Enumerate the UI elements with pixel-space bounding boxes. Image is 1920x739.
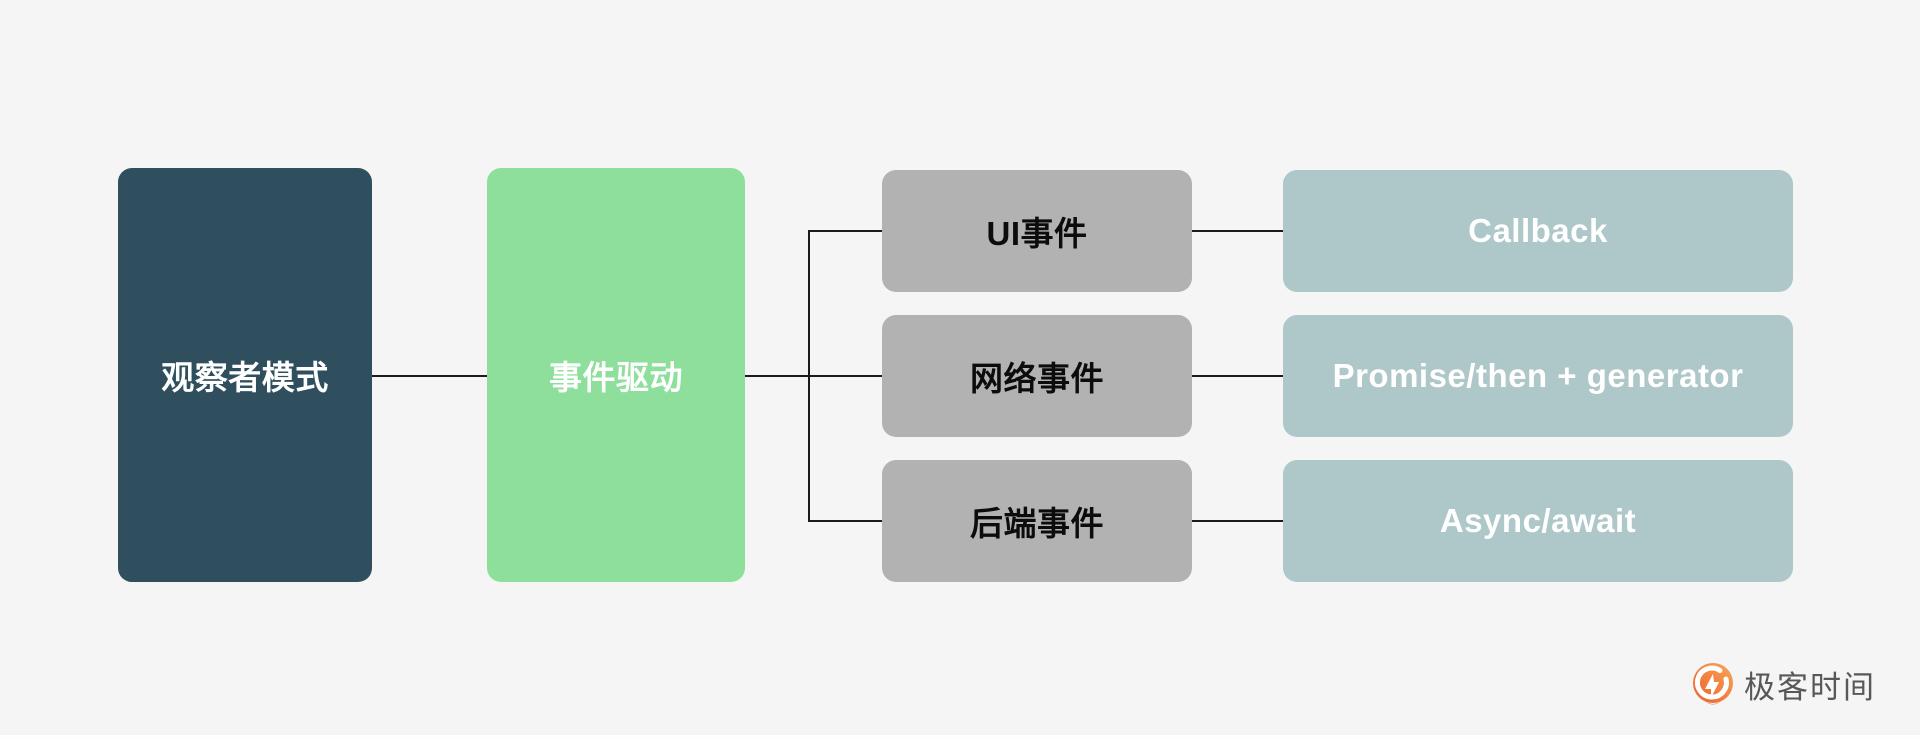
node-network-event-label: 网络事件 bbox=[970, 360, 1104, 397]
connector-backend-event-to-async bbox=[1192, 520, 1283, 522]
node-async-await: Async/await bbox=[1283, 460, 1793, 582]
node-backend-event: 后端事件 bbox=[882, 460, 1192, 582]
node-callback-label: Callback bbox=[1468, 212, 1608, 249]
node-promise-generator-label: Promise/then + generator bbox=[1332, 357, 1744, 394]
connector-branch-to-ui-event bbox=[808, 230, 882, 232]
connector-branch-to-backend-event bbox=[808, 520, 882, 522]
node-network-event: 网络事件 bbox=[882, 315, 1192, 437]
node-backend-event-label: 后端事件 bbox=[970, 505, 1104, 542]
node-event-driven-label: 事件驱动 bbox=[549, 359, 683, 396]
geektime-logo: 极客时间 bbox=[1690, 662, 1876, 712]
node-ui-event: UI事件 bbox=[882, 170, 1192, 292]
geektime-logo-icon bbox=[1693, 663, 1733, 705]
connector-event-driven-to-branch bbox=[745, 375, 882, 377]
node-event-driven: 事件驱动 bbox=[487, 168, 745, 582]
node-callback: Callback bbox=[1283, 170, 1793, 292]
node-observer-pattern: 观察者模式 bbox=[118, 168, 372, 582]
connector-root-to-event-driven bbox=[372, 375, 487, 377]
connector-ui-event-to-callback bbox=[1192, 230, 1283, 232]
bottom-edge-strip bbox=[0, 735, 1920, 739]
node-async-await-label: Async/await bbox=[1439, 502, 1637, 539]
node-ui-event-label: UI事件 bbox=[986, 215, 1088, 252]
node-promise-generator: Promise/then + generator bbox=[1283, 315, 1793, 437]
connector-branch-trunk bbox=[808, 230, 810, 522]
node-observer-pattern-label: 观察者模式 bbox=[161, 359, 329, 396]
geektime-logo-text: 极客时间 bbox=[1744, 669, 1876, 705]
connector-network-event-to-promise bbox=[1192, 375, 1283, 377]
